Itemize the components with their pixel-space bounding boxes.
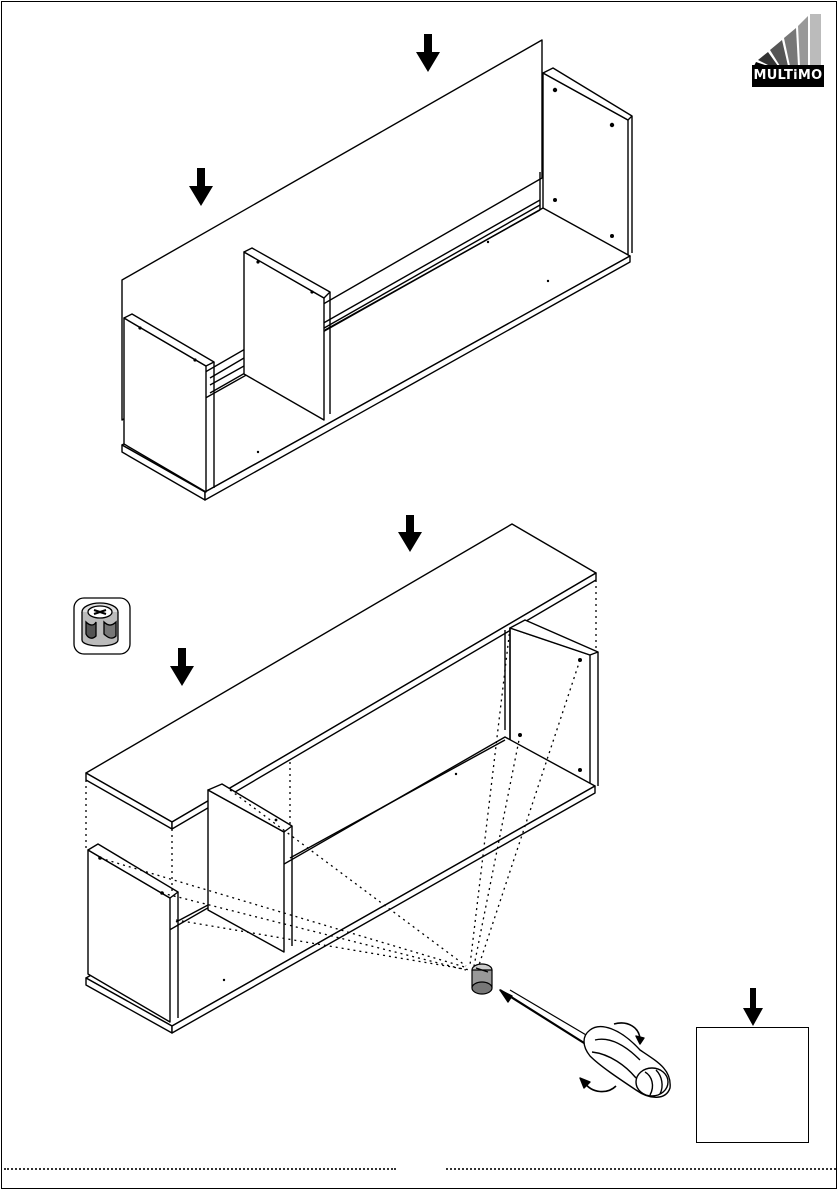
cam-lock-fitting-icon <box>74 598 130 654</box>
footer-dotted-rule-left <box>4 1168 396 1170</box>
step2-diagram <box>86 524 670 1097</box>
step1-diagram <box>122 40 632 500</box>
cam-lock-small <box>472 964 492 994</box>
screwdriver-icon <box>500 990 670 1097</box>
tray-placeholder-box <box>696 1027 809 1143</box>
footer-dotted-rule-right <box>446 1168 836 1170</box>
